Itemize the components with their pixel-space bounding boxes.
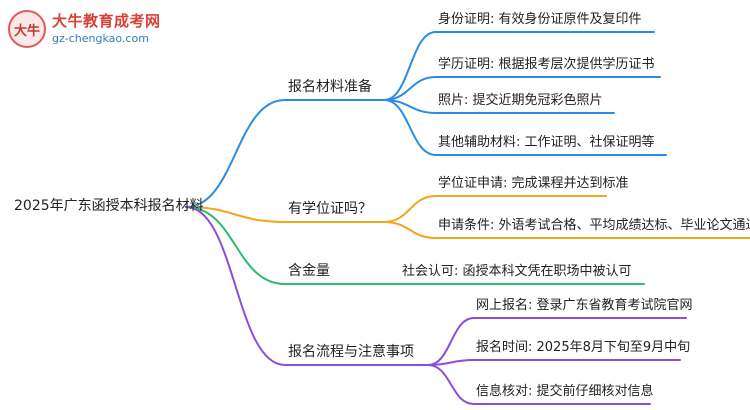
leaf-node: 学位证申请: 完成课程并达到标准 xyxy=(438,176,629,191)
leaf-node: 身份证明: 有效身份证原件及复印件 xyxy=(438,12,642,27)
leaf-node: 网上报名: 登录广东省教育考试院官网 xyxy=(476,298,693,313)
branch-connector xyxy=(185,206,286,223)
leaf-node: 照片: 提交近期免冠彩色照片 xyxy=(438,93,603,108)
logo-url: gz-chengkao.com xyxy=(52,32,149,45)
leaf-node: 报名时间: 2025年8月下旬至9月中旬 xyxy=(476,340,691,355)
leaf-connector xyxy=(383,31,437,101)
leaf-connector xyxy=(427,364,475,405)
branch-node: 报名材料准备 xyxy=(288,79,372,95)
branch-connector xyxy=(185,206,286,285)
logo-emblem-icon: 大牛 xyxy=(8,10,46,48)
leaf-connector xyxy=(383,195,437,223)
branch-connector xyxy=(185,206,286,366)
branch-node: 报名流程与注意事项 xyxy=(288,344,414,360)
leaf-connector xyxy=(383,221,437,239)
leaf-node: 社会认可: 函授本科文凭在职场中被认可 xyxy=(402,264,632,279)
leaf-connector xyxy=(427,317,475,366)
leaf-node: 信息核对: 提交前仔细核对信息 xyxy=(476,384,654,399)
leaf-node: 学历证明: 根据报考层次提供学历证书 xyxy=(438,57,655,72)
branch-node: 含金量 xyxy=(288,263,330,279)
site-logo: 大牛 大牛教育成考网 gz-chengkao.com xyxy=(8,8,183,52)
branch-connector xyxy=(185,99,286,208)
root-node: 2025年广东函授本科报名材料 xyxy=(14,198,204,214)
logo-title: 大牛教育成考网 xyxy=(52,12,161,30)
leaf-connector xyxy=(383,99,437,156)
leaf-node: 申请条件: 外语考试合格、平均成绩达标、毕业论文通过 xyxy=(438,218,750,233)
branch-node: 有学位证吗？ xyxy=(288,201,372,217)
leaf-node: 其他辅助材料: 工作证明、社保证明等 xyxy=(438,135,655,150)
